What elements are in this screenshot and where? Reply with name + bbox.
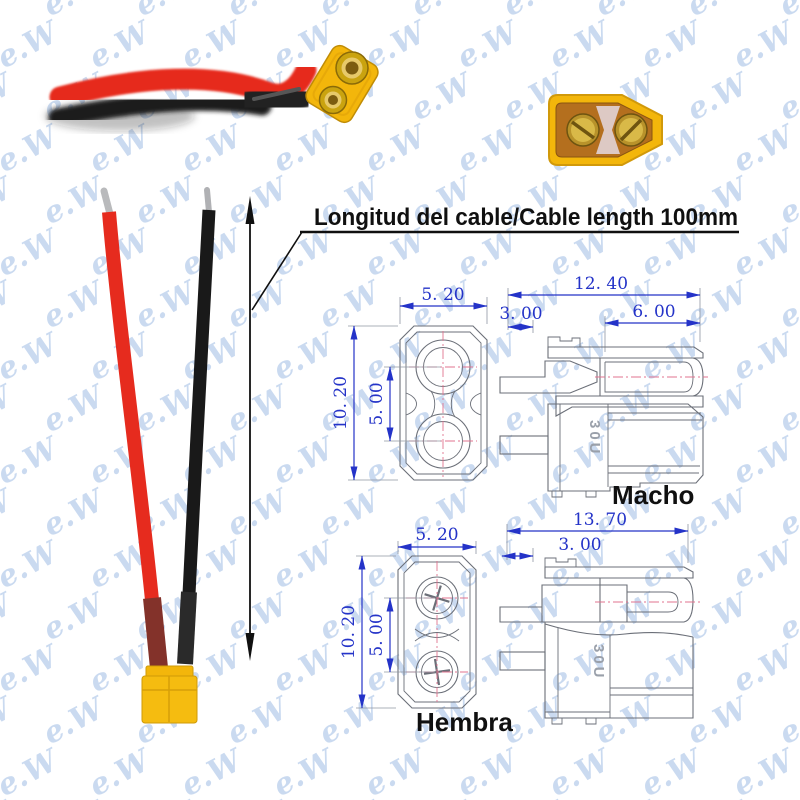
- feet: [551, 718, 597, 725]
- insulator-top: [547, 346, 704, 359]
- tinned-tip-red: [100, 187, 114, 218]
- leader-line: [251, 231, 303, 311]
- black-wire: [182, 209, 216, 595]
- gold-socket-bottom-hole: [328, 95, 338, 105]
- dim-pitch: 5. 00: [367, 613, 387, 656]
- housing: [547, 403, 704, 492]
- face-center-gap: [596, 106, 620, 154]
- heatshrink: [235, 78, 318, 121]
- outline: [399, 325, 488, 481]
- centerlines: [406, 561, 468, 703]
- dim-total: 13. 70: [573, 510, 627, 530]
- solder-tab: [499, 651, 546, 671]
- top-steps: [547, 336, 581, 347]
- arrowhead-down: [245, 633, 255, 661]
- arrowhead-up: [245, 196, 255, 224]
- red-wire: [102, 211, 159, 601]
- solder-tab: [499, 435, 549, 455]
- drawing-hembra-front: 5. 20 10. 20 5. 00 Hembra: [339, 525, 513, 737]
- dim-width: 5. 20: [415, 525, 458, 545]
- drawing-macho-front: 5. 20 10. 20 5. 00: [331, 285, 488, 481]
- dim-height: 10. 20: [331, 376, 351, 430]
- inner-contour: [405, 331, 482, 475]
- dim-height: 10. 20: [339, 605, 359, 659]
- dim-width: 5. 20: [421, 285, 464, 305]
- photo-connector-with-wires: [45, 44, 379, 131]
- black-heatshrink: [177, 591, 197, 665]
- cable-length-label: Longitud del cable/Cable length 100mm: [314, 204, 738, 231]
- extension-lines: [507, 288, 701, 352]
- length-callout: Longitud del cable/Cable length 100mm: [245, 196, 739, 661]
- dim-right: 6. 00: [632, 302, 675, 322]
- top-steps: [544, 557, 577, 567]
- dim-left: 3. 00: [499, 304, 542, 324]
- socket-slot: [627, 591, 679, 613]
- outline: [397, 555, 477, 709]
- connector-detail-lines: [142, 676, 197, 722]
- housing-ribs: [559, 404, 702, 491]
- feet: [551, 491, 597, 498]
- photo-cable-pigtail: [100, 187, 216, 724]
- tinned-tip-black: [204, 187, 212, 215]
- heatshrink-highlight: [252, 87, 301, 101]
- body-marking: 30U: [590, 644, 607, 681]
- macho-label: Macho: [612, 480, 694, 510]
- dim-left: 3. 00: [558, 535, 601, 555]
- inner-contour: [403, 561, 471, 703]
- dim-total: 12. 40: [574, 274, 628, 294]
- strain-relief-curve: [544, 623, 694, 638]
- drawing-hembra-side: 13. 70 3. 00 30U: [499, 510, 700, 725]
- housing-ribs: [545, 628, 693, 718]
- extension-lines: [348, 297, 488, 481]
- dim-pitch: 5. 00: [367, 382, 387, 425]
- insulator-top: [544, 566, 694, 579]
- web: [430, 390, 456, 418]
- pin-left-slot: [570, 120, 596, 140]
- socket-section: [499, 584, 628, 623]
- waist-pinch: [405, 392, 482, 416]
- housing: [544, 622, 694, 719]
- insulator-bottom: [555, 395, 704, 417]
- gold-socket-top-hole: [345, 61, 359, 75]
- pin-right-slot: [619, 118, 643, 142]
- body-marking: 30U: [586, 420, 603, 457]
- photo-connector-face: [548, 94, 663, 166]
- red-heatshrink: [143, 597, 168, 669]
- hembra-label: Hembra: [416, 707, 513, 737]
- pin-section: [499, 360, 598, 394]
- drawing-macho-side: 12. 40 3. 00 6. 00 30U Macho: [499, 274, 708, 510]
- centerlines: [409, 331, 477, 477]
